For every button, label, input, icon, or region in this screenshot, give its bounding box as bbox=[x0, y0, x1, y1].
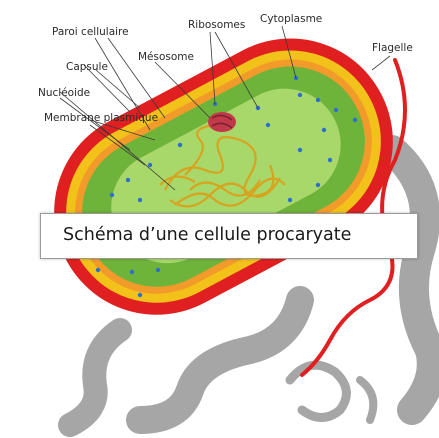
label-membrane-plasmique: Membrane plasmique bbox=[44, 113, 158, 124]
flagellum-bottom bbox=[140, 300, 300, 420]
flagellum-right bbox=[392, 150, 432, 410]
label-nucleoide: Nucléoide bbox=[38, 88, 90, 99]
label-ribosomes: Ribosomes bbox=[188, 20, 245, 31]
label-capsule: Capsule bbox=[66, 62, 108, 73]
flagellum-small bbox=[360, 380, 373, 420]
label-paroi-cellulaire: Paroi cellulaire bbox=[52, 27, 129, 38]
label-mesosome: Mésosome bbox=[138, 52, 194, 63]
cell-body bbox=[18, 3, 429, 351]
caption-title: Schéma d’une cellule procaryate bbox=[63, 225, 351, 245]
caption-box: Schéma d’une cellule procaryate bbox=[40, 213, 418, 259]
label-cytoplasme: Cytoplasme bbox=[260, 14, 322, 25]
flagellum-left bbox=[70, 330, 120, 425]
mesosome bbox=[208, 112, 236, 132]
flagellum-loop bbox=[290, 365, 346, 417]
label-flagelle: Flagelle bbox=[372, 43, 413, 54]
